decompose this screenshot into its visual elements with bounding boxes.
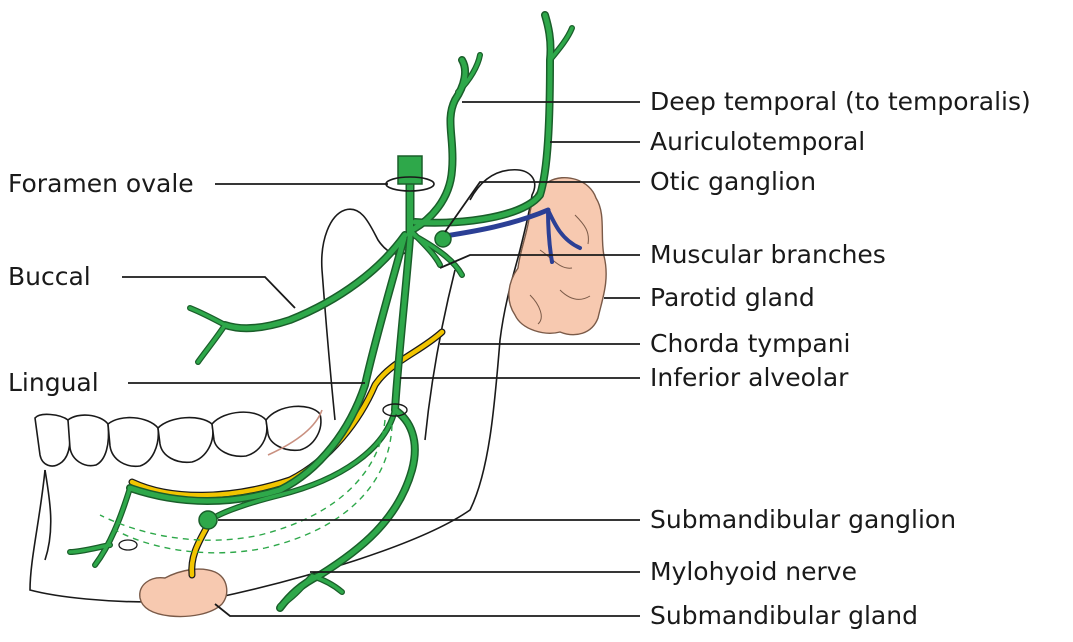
tooth <box>265 405 322 452</box>
label-deep-temporal: Deep temporal (to temporalis) <box>650 87 1031 116</box>
mandible-outline <box>29 169 536 603</box>
leader-lines <box>122 101 640 617</box>
teeth <box>34 405 323 468</box>
labels: Deep temporal (to temporalis) Auriculote… <box>8 87 1031 630</box>
otic-branch <box>442 207 582 264</box>
mental-foramen-ring <box>118 539 138 551</box>
label-parotid-gland: Parotid gland <box>650 283 815 312</box>
label-chorda-tympani: Chorda tympani <box>650 329 851 358</box>
chin-contour <box>44 469 52 561</box>
tooth <box>107 416 160 468</box>
submandibular-ganglion-node <box>198 510 218 530</box>
mylohyoid-groove <box>99 419 393 554</box>
nerves <box>67 11 575 612</box>
tooth <box>211 411 268 458</box>
label-inferior-alveolar: Inferior alveolar <box>650 363 849 392</box>
tooth <box>34 413 71 467</box>
label-buccal: Buccal <box>8 262 91 291</box>
coronoid-process <box>320 208 411 421</box>
label-submandibular-gland: Submandibular gland <box>650 601 918 630</box>
label-foramen-ovale: Foramen ovale <box>8 169 194 198</box>
label-otic-ganglion: Otic ganglion <box>650 167 816 196</box>
label-submandibular-ganglion: Submandibular ganglion <box>650 505 956 534</box>
mandibular-nerve-trunk <box>397 155 423 185</box>
ramus-inner <box>424 269 456 441</box>
label-muscular-branches: Muscular branches <box>650 240 886 269</box>
otic-ganglion-node <box>434 230 452 248</box>
submandibular-gland <box>139 568 228 618</box>
label-lingual: Lingual <box>8 368 99 397</box>
faint-vessel <box>267 409 323 456</box>
mandibular-foramen-ring <box>382 403 408 417</box>
label-mylohyoid-nerve: Mylohyoid nerve <box>650 557 857 586</box>
parotid-gland <box>508 177 607 336</box>
mandible-contour <box>29 169 536 603</box>
label-auriculotemporal: Auriculotemporal <box>650 127 865 156</box>
tooth <box>157 416 214 464</box>
tooth <box>67 414 110 467</box>
